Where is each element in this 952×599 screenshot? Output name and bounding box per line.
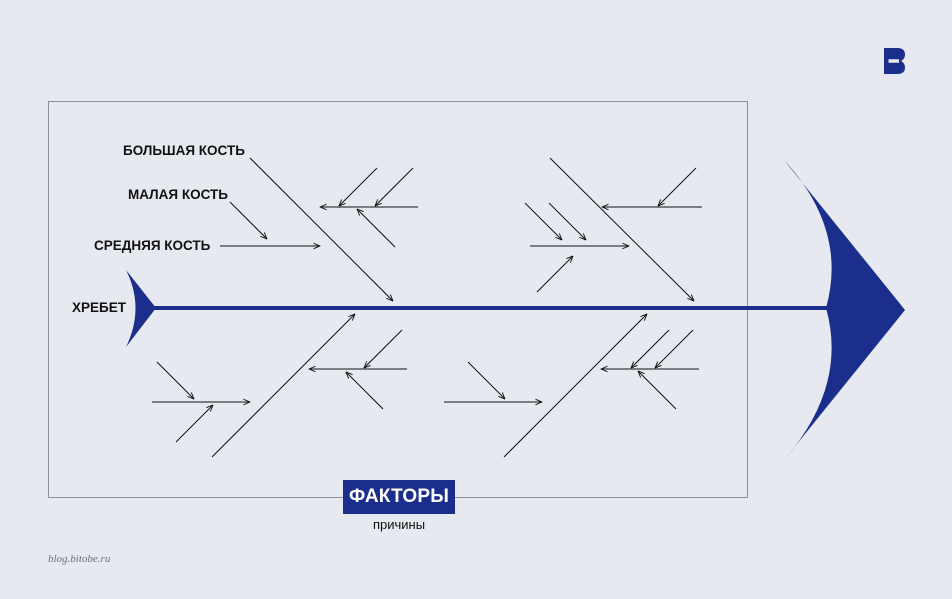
small-bone [655,329,694,368]
big-bone-upper-right [549,157,694,301]
diagram-frame [48,101,748,498]
label-spine: ХРЕБЕТ [72,300,127,315]
footer-site: blog.bitobe.ru [48,553,111,565]
small-bone [536,256,573,293]
label-big-bone: БОЛЬШАЯ КОСТЬ [123,143,245,158]
small-bone [524,202,562,240]
small-bone [156,361,194,399]
fish-tail [126,270,156,347]
small-bone [364,329,403,368]
small-bone [175,405,213,443]
fish-head [784,160,905,460]
small-bone [229,201,267,239]
small-bone [631,329,670,368]
factors-title-box: ФАКТОРЫ [343,480,455,514]
big-bone-lower-left [211,314,355,458]
label-middle-bone: СРЕДНЯЯ КОСТЬ [94,238,211,253]
brand-logo-icon [884,48,905,74]
big-bone-lower-right [503,314,647,458]
small-bone [357,209,396,248]
label-small-bone: МАЛАЯ КОСТЬ [128,187,228,202]
factors-subtitle: причины [372,517,426,532]
small-bone [467,361,505,399]
small-bone [638,371,677,410]
big-bone-upper-left [249,157,393,301]
small-bone [339,167,378,206]
factors-title: ФАКТОРЫ [348,486,450,507]
small-bone [375,167,414,206]
small-bone [548,202,586,240]
small-bone [346,372,384,410]
small-bone [658,167,697,206]
